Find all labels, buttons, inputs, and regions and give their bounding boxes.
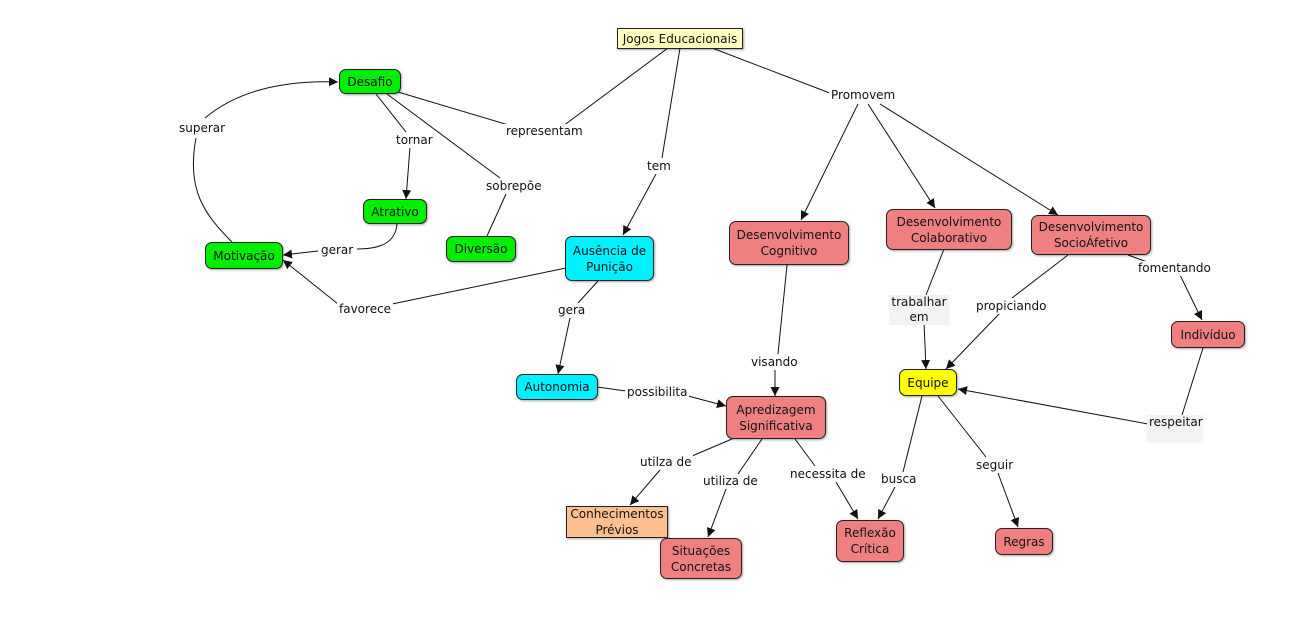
connector-cognitivo-visando [777, 264, 788, 355]
connector-ausencia-favorece [391, 267, 567, 305]
link-tornar: tornar [394, 133, 435, 148]
link-gerar: gerar [319, 243, 356, 258]
node-desenvolvimento-colaborativo[interactable]: Desenvolvimento Colaborativo [886, 209, 1012, 250]
connector-necessita-reflexao [835, 481, 859, 520]
node-desenvolvimento-socioafetivo[interactable]: Desenvolvimento SocioÁfetivo [1031, 215, 1151, 255]
node-motivacao[interactable]: Motivação [205, 242, 283, 269]
connector-equipe-seguir [937, 395, 987, 458]
connector-motivacao-superar [192, 137, 233, 243]
connector-socioafetivo-propiciando [1011, 254, 1069, 299]
node-regras[interactable]: Regras [995, 528, 1053, 555]
link-representam: representam [504, 124, 585, 139]
connector-atrativo-gerar [356, 222, 398, 250]
connector-seguir-regras [997, 472, 1020, 528]
node-aprendizagem-significativa[interactable]: Apredizagem Significativa [726, 396, 826, 439]
connector-respeitar-equipe [957, 386, 1149, 425]
connector-fomentando-individuo [1179, 274, 1203, 321]
connector-gera-autonomia [555, 317, 571, 375]
connector-promovem-socioafetivo [879, 103, 1059, 216]
connector-autonomia-possibilita [596, 386, 627, 392]
node-conhecimentos-previos[interactable]: Conhecimentos Prévios [566, 506, 668, 538]
link-gera: gera [556, 303, 588, 318]
connector-possibilita-aprendizagem [687, 395, 727, 409]
connector-ausencia-gera [577, 280, 599, 304]
connector-aprendizagem-utiliza [737, 438, 763, 475]
node-desenvolvimento-cognitivo[interactable]: Desenvolvimento Cognitivo [729, 221, 849, 265]
connector-equipe-busca [902, 395, 923, 473]
connector-jogos-promovem [711, 47, 836, 96]
node-situacoes-concretas[interactable]: Situações Concretas [660, 538, 742, 579]
connector-promovem-colaborativo [867, 103, 936, 209]
link-propiciando: propiciando [974, 299, 1049, 314]
link-possibilita: possibilita [625, 385, 690, 400]
connector-colaborativo-trabalhar [925, 248, 945, 296]
connector-superar-desafio [204, 77, 339, 119]
connector-individuo-respeitar [1181, 347, 1204, 416]
link-necessita-de: necessita de [788, 467, 868, 482]
connector-representam-desafio [397, 91, 513, 127]
connector-jogos-representam [562, 47, 669, 127]
node-autonomia[interactable]: Autonomia [516, 374, 598, 400]
node-jogos-educacionais[interactable]: Jogos Educacionais [617, 28, 743, 49]
connector-aprendizagem-necessita [794, 438, 816, 467]
link-favorece: favorece [337, 302, 394, 317]
link-superar: superar [177, 121, 228, 136]
connector-sobrepoe-diversao [486, 193, 507, 237]
link-tem: tem [645, 159, 673, 174]
node-individuo[interactable]: Indivíduo [1171, 321, 1245, 348]
link-sobrepoe: sobrepõe [484, 179, 544, 194]
link-busca: busca [879, 472, 919, 487]
node-atrativo[interactable]: Atrativo [363, 199, 427, 224]
connector-utiliza-situacoes [706, 488, 727, 538]
connector-aprendizagem-utilza [691, 438, 733, 457]
node-reflexao-critica[interactable]: Reflexão Crítica [836, 520, 904, 562]
connector-desafio-sobrepoe [386, 93, 501, 179]
connector-propiciando-equipe [945, 312, 1001, 370]
link-seguir: seguir [974, 458, 1016, 473]
connector-busca-reflexao [877, 486, 896, 520]
link-visando: visando [749, 355, 800, 370]
node-equipe[interactable]: Equipe [899, 369, 957, 396]
node-ausencia-de-punicao[interactable]: Ausência de Punição [565, 236, 654, 281]
link-utiliza-de: utiliza de [701, 474, 760, 489]
node-diversao[interactable]: Diversão [446, 236, 516, 262]
link-fomentando: fomentando [1136, 261, 1213, 276]
connector-favorece-motivacao [282, 259, 339, 305]
link-respeitar: respeitar [1147, 415, 1203, 443]
node-desafio[interactable]: Desafio [339, 69, 401, 94]
connector-tornar-atrativo [402, 146, 412, 200]
connector-gerar-motivacao [282, 249, 319, 259]
connector-trabalhar-equipe [921, 321, 931, 370]
connector-promovem-cognitivo [800, 103, 859, 221]
link-promovem: Promovem [829, 88, 898, 103]
connector-tem-ausencia [622, 173, 657, 236]
link-utilza-de: utilza de [638, 455, 694, 470]
connector-utilza-conhecimentos [629, 469, 661, 506]
connector-desafio-tornar [375, 93, 407, 133]
link-trabalhar-em: trabalhar em [889, 295, 949, 325]
connector-jogos-tem [661, 47, 681, 159]
